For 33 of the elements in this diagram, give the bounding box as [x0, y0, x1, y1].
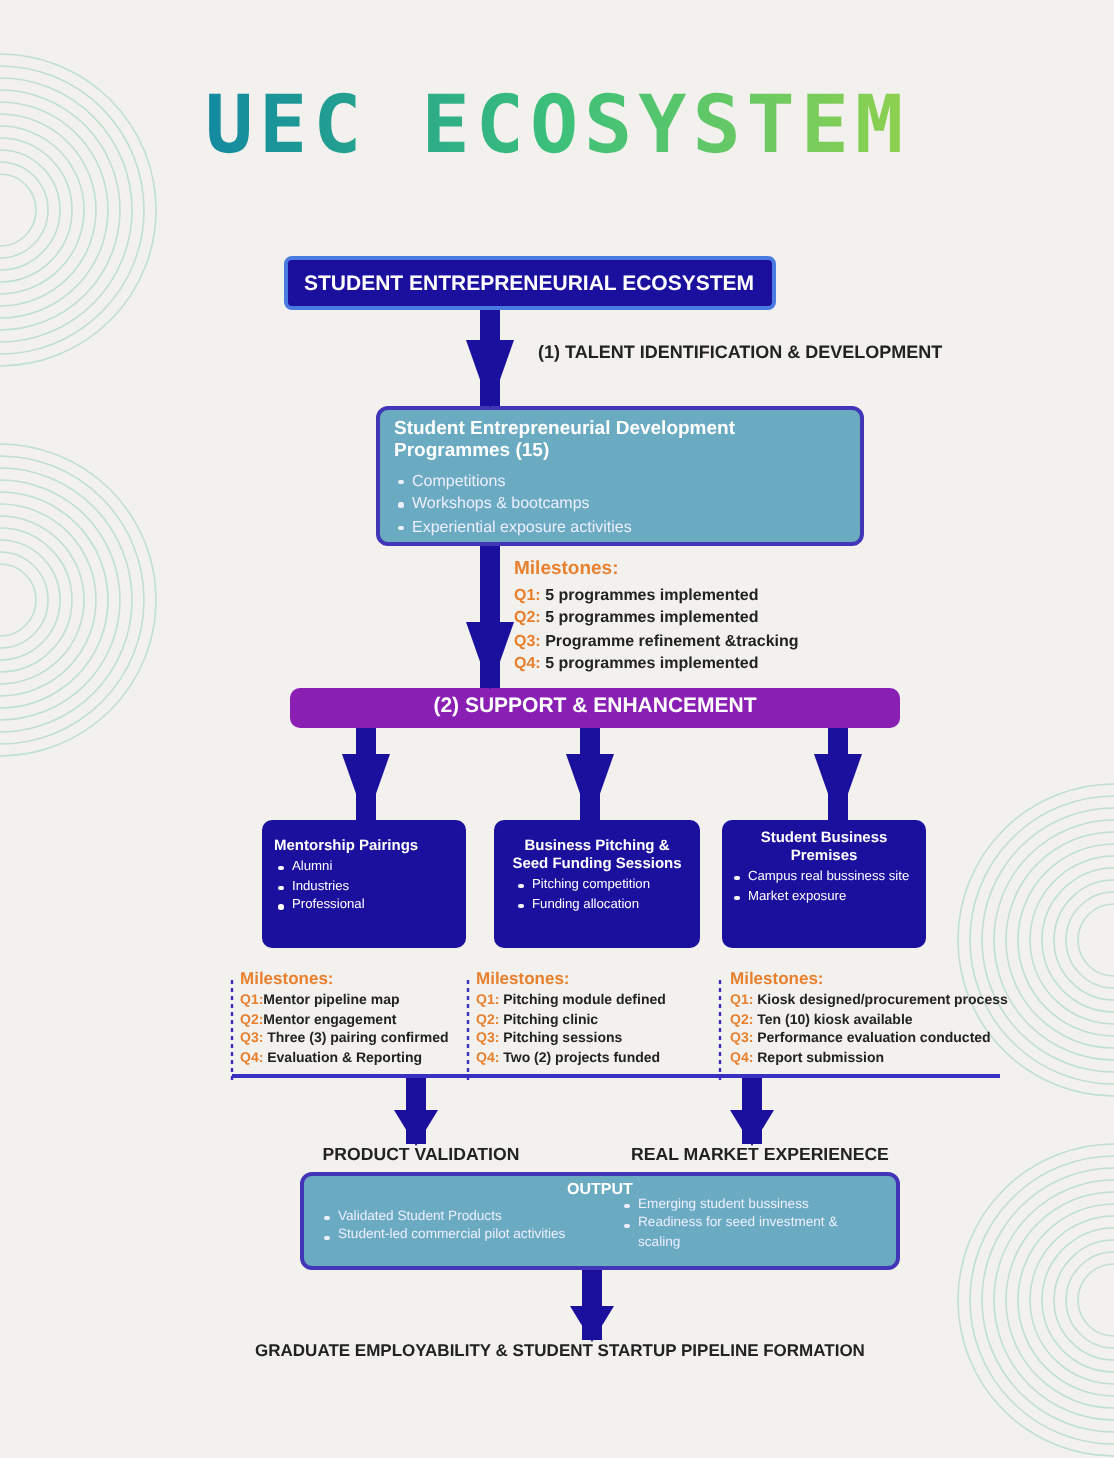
outcome-label: GRADUATE EMPLOYABILITY & STUDENT STARTUP PIPELINE FORMATION [200, 1340, 920, 1366]
stage-label: REAL MARKET EXPERIENECE [620, 1144, 900, 1170]
arrow [570, 1270, 614, 1342]
process-box [376, 406, 864, 546]
divider-bar [232, 1074, 1000, 1078]
arrow [566, 728, 614, 822]
arrow [466, 310, 514, 408]
bullet-item: Workshops & bootcamps [412, 494, 590, 513]
milestones-heading: Milestones: [514, 560, 619, 581]
milestones-heading: Milestones: [730, 968, 824, 989]
milestone-item: Q1: 5 programmes implemented [514, 586, 759, 608]
arrow [466, 546, 514, 690]
bullet-item: Competitions [412, 471, 506, 490]
edge-label: (1) TALENT IDENTIFICATION & DEVELOPMENT [534, 342, 947, 362]
process-box [262, 820, 466, 948]
milestone-item: Q4: 5 programmes implemented [514, 653, 759, 675]
process-box [494, 820, 700, 948]
process-box [722, 820, 926, 948]
milestone-item: Q3: Programme refinement &tracking [514, 631, 799, 653]
process-box: STUDENT ENTREPRENEURIAL ECOSYSTEM [284, 256, 776, 310]
milestone-item: Q2: 5 programmes implemented [514, 608, 759, 630]
box-heading: OUTPUT [565, 1180, 635, 1200]
stage-label: PRODUCT VALIDATION [296, 1144, 546, 1170]
arrow [814, 728, 862, 822]
output-box [300, 1172, 900, 1270]
bullet-item: Experiential exposure activities [412, 517, 632, 536]
arrow [342, 728, 390, 822]
box-heading: Student Entrepreneurial Development Programmes (15) [394, 418, 738, 464]
arrow [730, 1078, 774, 1146]
arrow [394, 1078, 438, 1146]
milestones-heading: Milestones: [476, 968, 570, 989]
stage-band: (2) SUPPORT & ENHANCEMENT [290, 688, 900, 728]
milestones-heading: Milestones: [240, 968, 334, 989]
